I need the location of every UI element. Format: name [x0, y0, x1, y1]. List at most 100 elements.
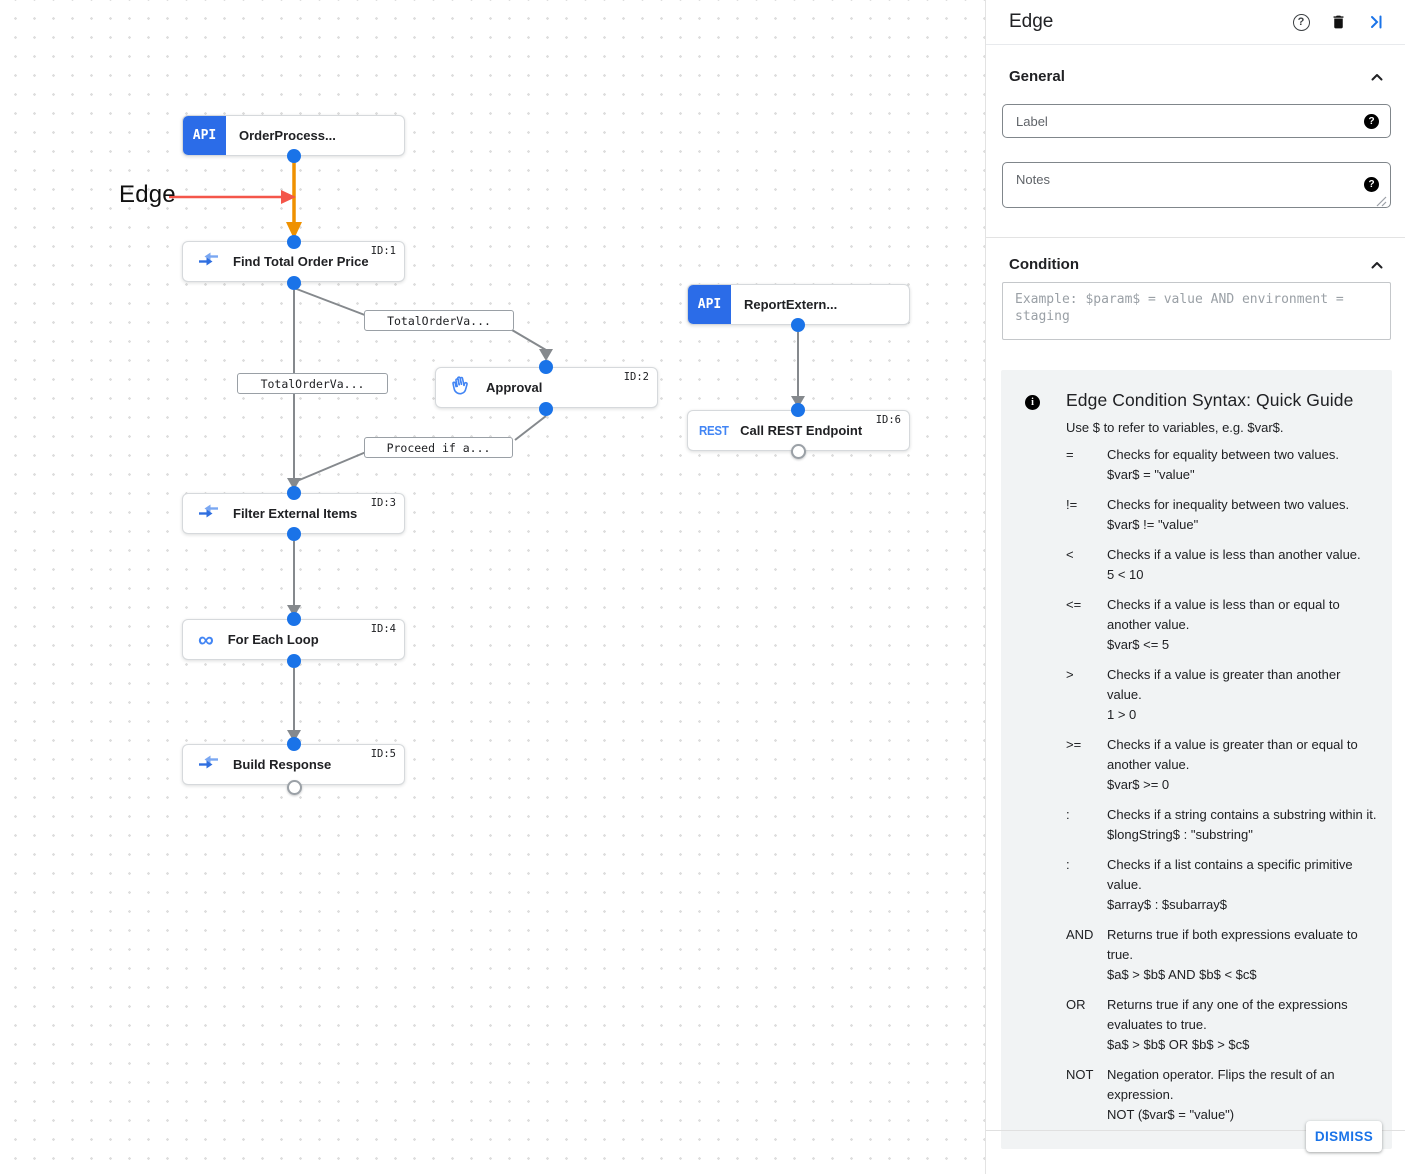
annotation-arrow [169, 190, 296, 204]
guide-description: Checks if a string contains a substring … [1107, 807, 1377, 822]
dismiss-button[interactable]: DISMISS [1306, 1121, 1382, 1152]
guide-row: > Checks if a value is greater than anot… [1066, 665, 1378, 725]
guide-row: NOT Negation operator. Flips the result … [1066, 1065, 1378, 1125]
condition-field-wrap [1002, 282, 1391, 345]
panel-title: Edge [1009, 11, 1054, 32]
label-input[interactable] [1002, 104, 1391, 138]
node-id-badge: ID:6 [875, 414, 901, 426]
api-icon-label: API [697, 297, 722, 312]
api-icon-label: API [192, 128, 217, 143]
connection-port-open[interactable] [287, 780, 302, 795]
edge-properties-panel: Edge ? General ? ? [985, 0, 1405, 1174]
edge-find-to-approval-a [293, 287, 371, 318]
condition-syntax-guide: i Edge Condition Syntax: Quick Guide Use… [1001, 370, 1392, 1149]
guide-description: Checks if a value is less than or equal … [1107, 597, 1340, 632]
edge-arrowheads [287, 349, 805, 742]
guide-row: : Checks if a list contains a specific p… [1066, 855, 1378, 915]
section-divider [986, 237, 1405, 238]
guide-description: Checks if a value is greater than anothe… [1107, 667, 1341, 702]
guide-example: NOT ($var$ = "value") [1107, 1107, 1235, 1122]
data-mapping-icon [198, 503, 219, 524]
info-icon: i [1025, 390, 1041, 1125]
connection-port[interactable] [287, 149, 301, 163]
guide-subtitle: Use $ to refer to variables, e.g. $var$. [1066, 420, 1284, 435]
guide-title: Edge Condition Syntax: Quick Guide [1066, 390, 1354, 410]
guide-example: $a$ > $b$ OR $b$ > $c$ [1107, 1037, 1250, 1052]
connection-port[interactable] [287, 235, 301, 249]
connection-port[interactable] [287, 737, 301, 751]
help-filled-icon[interactable]: ? [1364, 114, 1379, 129]
guide-row: >= Checks if a value is greater than or … [1066, 735, 1378, 795]
hand-approval-icon [449, 373, 475, 403]
condition-section-title: Condition [1009, 256, 1079, 273]
connection-port[interactable] [287, 612, 301, 626]
node-approval[interactable]: ID:2 Approval [435, 367, 658, 408]
connection-port-open[interactable] [791, 444, 806, 459]
edge-label-proceed-if[interactable]: Proceed if a... [364, 437, 513, 458]
connection-port[interactable] [539, 360, 553, 374]
guide-example: $var$ = "value" [1107, 467, 1195, 482]
help-filled-icon[interactable]: ? [1364, 177, 1379, 192]
node-id-badge: ID:1 [370, 245, 396, 257]
delete-icon[interactable] [1328, 12, 1348, 32]
guide-operator: > [1066, 667, 1074, 682]
node-id-badge: ID:3 [370, 497, 396, 509]
guide-example: $var$ <= 5 [1107, 637, 1170, 652]
label-field-wrap: ? [1002, 104, 1391, 138]
edge-label-totalorderva-1[interactable]: TotalOrderVa... [364, 310, 514, 331]
guide-example: $array$ : $subarray$ [1107, 897, 1227, 912]
guide-example: $var$ >= 0 [1107, 777, 1170, 792]
guide-row: != Checks for inequality between two val… [1066, 495, 1378, 535]
node-title: ReportExtern... [744, 297, 838, 312]
data-mapping-icon [198, 251, 219, 272]
node-title: Call REST Endpoint [740, 423, 863, 438]
chevron-up-icon[interactable] [1369, 69, 1385, 85]
edge-label-totalorderva-2[interactable]: TotalOrderVa... [237, 373, 388, 394]
guide-description: Checks for equality between two values. [1107, 447, 1339, 462]
api-icon: API [688, 285, 731, 324]
general-section-title: General [1009, 68, 1065, 85]
node-id-badge: ID:5 [370, 748, 396, 760]
guide-content: Edge Condition Syntax: Quick Guide Use $… [1066, 390, 1378, 1125]
general-section-header[interactable]: General [986, 68, 1405, 85]
connection-port[interactable] [791, 318, 805, 332]
connection-port[interactable] [287, 527, 301, 541]
guide-row: <= Checks if a value is less than or equ… [1066, 595, 1378, 655]
guide-example: $a$ > $b$ AND $b$ < $c$ [1107, 967, 1257, 982]
guide-operator: != [1066, 497, 1078, 512]
guide-row: < Checks if a value is less than another… [1066, 545, 1378, 585]
flow-canvas[interactable]: Edge API OrderProcess... ID:1 Find Total… [0, 0, 985, 1174]
guide-description: Checks for inequality between two values… [1107, 497, 1350, 512]
guide-example: $longString$ : "substring" [1107, 827, 1253, 842]
guide-operator: <= [1066, 597, 1082, 612]
resize-handle-icon[interactable] [1376, 196, 1387, 207]
notes-input[interactable] [1002, 162, 1391, 208]
connection-port[interactable] [287, 486, 301, 500]
guide-operator: = [1066, 447, 1074, 462]
connection-port[interactable] [287, 276, 301, 290]
edge-approval-to-filter-b [296, 451, 367, 482]
selected-edge[interactable] [286, 157, 302, 239]
guide-example: 1 > 0 [1107, 707, 1137, 722]
guide-example: $var$ != "value" [1107, 517, 1199, 532]
connection-port[interactable] [539, 402, 553, 416]
connection-port[interactable] [791, 403, 805, 417]
guide-operator: OR [1066, 997, 1086, 1012]
guide-operator: >= [1066, 737, 1082, 752]
notes-field-wrap: ? [1002, 162, 1391, 213]
node-reportextern-trigger[interactable]: API ReportExtern... [687, 284, 910, 325]
collapse-panel-icon[interactable] [1365, 12, 1385, 32]
condition-input[interactable] [1002, 282, 1391, 340]
chevron-up-icon[interactable] [1369, 257, 1385, 273]
node-id-badge: ID:4 [370, 623, 396, 635]
guide-description: Negation operator. Flips the result of a… [1107, 1067, 1335, 1102]
help-icon[interactable]: ? [1291, 12, 1311, 32]
guide-description: Checks if a list contains a specific pri… [1107, 857, 1353, 892]
node-title: Build Response [233, 757, 332, 772]
condition-section-header[interactable]: Condition [986, 256, 1405, 273]
connection-port[interactable] [287, 654, 301, 668]
rest-icon: REST [699, 423, 729, 438]
node-title: OrderProcess... [239, 128, 336, 143]
panel-header: Edge ? [986, 0, 1405, 45]
